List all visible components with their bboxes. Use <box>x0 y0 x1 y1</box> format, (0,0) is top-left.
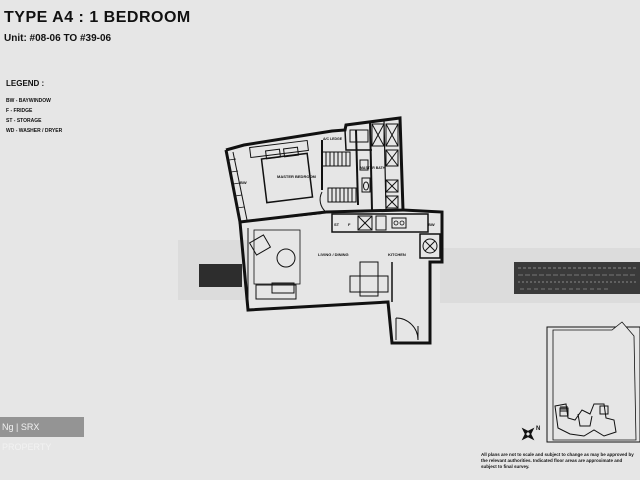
door-swing <box>319 191 327 213</box>
label-master-bedroom: MASTER BEDROOM <box>277 174 317 179</box>
living-furniture <box>248 229 389 300</box>
kitchen-counter <box>331 213 441 259</box>
unit-walls <box>224 116 444 345</box>
label-living-dining: LIVING / DINING <box>318 252 349 257</box>
label-ac-ledge: A/C LEDGE <box>323 137 343 141</box>
legend-title: LEGEND : <box>6 79 45 88</box>
ac-ledge-hatch <box>321 151 357 203</box>
legend-item: F - FRIDGE <box>6 108 33 114</box>
entrance-door <box>395 317 419 341</box>
redacted-strip <box>199 264 242 287</box>
compass-label: N <box>536 426 540 432</box>
label-master-bath: MASTER BATH <box>360 166 386 170</box>
legend-list: BW - BAYWINDOW F - FRIDGE ST - STORAGE W… <box>6 96 62 136</box>
unit-range: Unit: #08-06 TO #39-06 <box>4 33 112 44</box>
legend-item: ST - STORAGE <box>6 118 42 124</box>
bath-fixtures <box>349 123 399 209</box>
tag-fridge: F <box>348 222 351 227</box>
north-arrow-icon <box>521 427 535 441</box>
tag-bw-left: BW <box>240 180 247 185</box>
watermark-badge: Ng | SRX PROPERTY <box>0 417 84 452</box>
bed <box>260 146 314 204</box>
legend-item: WD - WASHER / DRYER <box>6 128 63 134</box>
redacted-strip-right <box>514 262 640 294</box>
disclaimer-note: All plans are not to scale and subject t… <box>481 452 634 469</box>
tag-bw-right: BW <box>428 222 435 227</box>
bay-window-left <box>228 158 245 209</box>
page-title: TYPE A4 : 1 BEDROOM <box>4 9 191 26</box>
key-plan <box>546 321 640 443</box>
label-kitchen: KITCHEN <box>388 252 406 257</box>
tag-store: ST <box>334 222 340 227</box>
legend-item: BW - BAYWINDOW <box>6 98 51 104</box>
wardrobe <box>249 139 309 159</box>
